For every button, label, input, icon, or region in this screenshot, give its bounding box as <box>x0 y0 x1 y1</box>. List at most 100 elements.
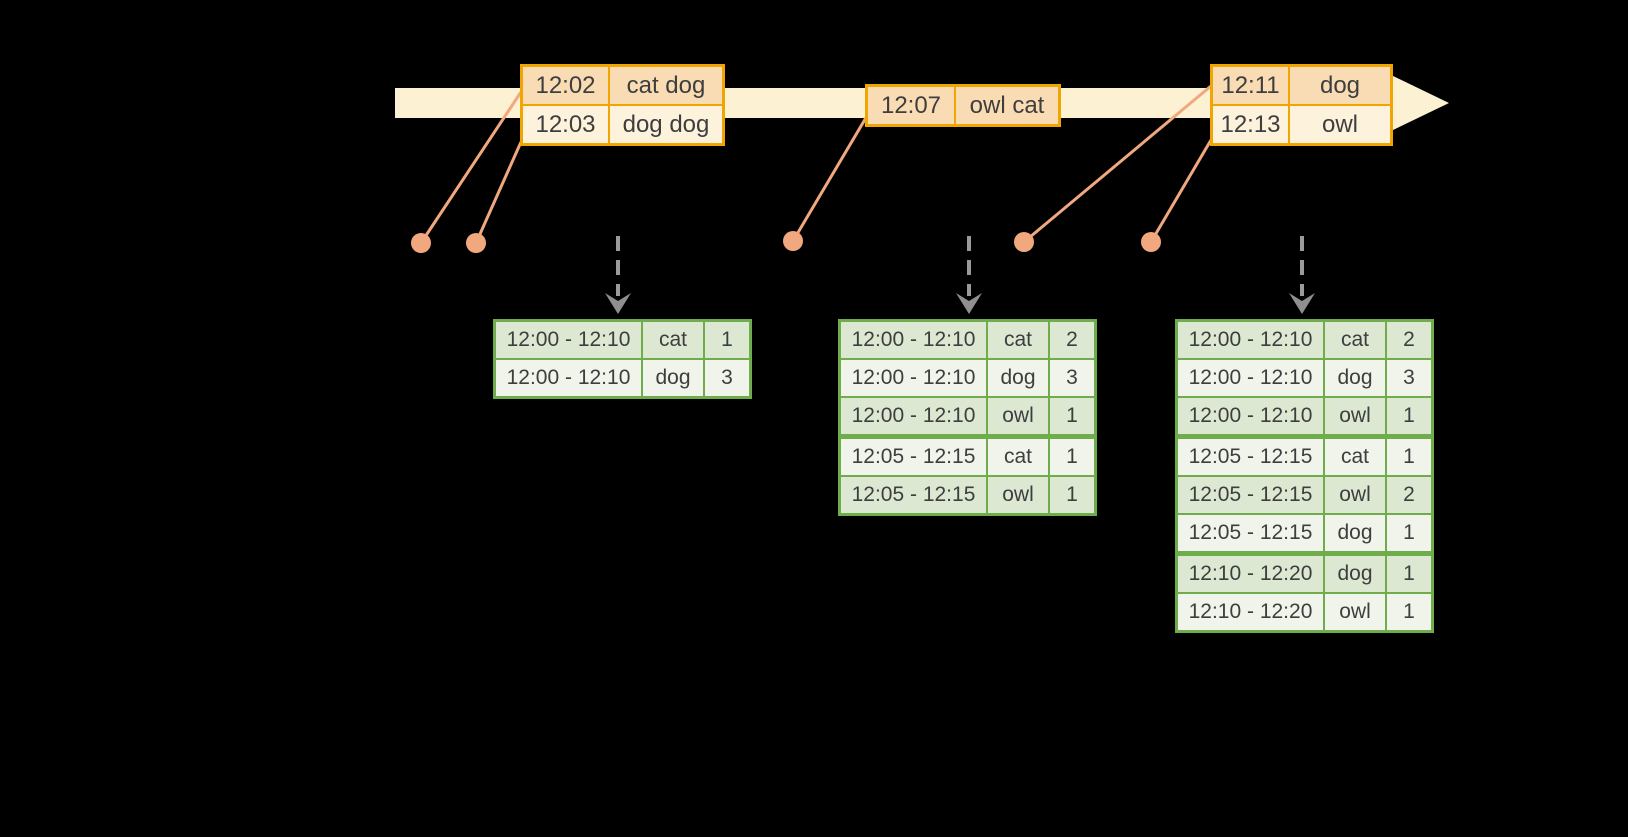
word-cell: cat <box>988 439 1048 475</box>
word-cell: owl <box>1325 477 1385 513</box>
event-words-cell: owl <box>1290 106 1390 143</box>
event-time-cell: 12:11 <box>1213 67 1288 104</box>
down-arrowhead-icon <box>1289 293 1315 314</box>
count-cell: 2 <box>1050 322 1094 358</box>
word-cell: dog <box>1325 515 1385 551</box>
event-words-cell: cat dog <box>610 67 722 104</box>
event-connector-line <box>1149 139 1213 243</box>
event-row: 12:03 dog dog <box>523 106 722 143</box>
result-row: 12:05 - 12:15 owl 1 <box>841 477 1094 513</box>
count-cell: 1 <box>1387 556 1431 592</box>
count-cell: 3 <box>1387 360 1431 396</box>
window-cell: 12:05 - 12:15 <box>1178 477 1323 513</box>
count-cell: 2 <box>1387 322 1431 358</box>
event-row: 12:07 owl cat <box>868 87 1058 124</box>
count-cell: 1 <box>1050 398 1094 434</box>
event-batch-table-2: 12:07 owl cat <box>865 84 1061 127</box>
result-row: 12:05 - 12:15 cat 1 <box>1178 439 1431 475</box>
window-cell: 12:00 - 12:10 <box>1178 322 1323 358</box>
event-row: 12:13 owl <box>1213 106 1390 143</box>
event-dot-icon <box>783 231 803 251</box>
event-time-cell: 12:07 <box>868 87 954 124</box>
window-cell: 12:00 - 12:10 <box>1178 360 1323 396</box>
result-row: 12:00 - 12:10 owl 1 <box>841 398 1094 434</box>
word-cell: dog <box>1325 360 1385 396</box>
word-cell: cat <box>988 322 1048 358</box>
result-table-3: 12:00 - 12:10 cat 2 12:00 - 12:10 dog 3 … <box>1175 319 1434 633</box>
result-row: 12:10 - 12:20 owl 1 <box>1178 594 1431 630</box>
trigger-arrow-lines <box>616 236 1304 296</box>
count-cell: 1 <box>1387 439 1431 475</box>
word-cell: cat <box>643 322 703 358</box>
window-cell: 12:10 - 12:20 <box>1178 594 1323 630</box>
timeline-arrowhead-icon <box>1393 76 1449 130</box>
window-cell: 12:05 - 12:15 <box>841 439 986 475</box>
window-cell: 12:05 - 12:15 <box>841 477 986 513</box>
window-cell: 12:00 - 12:10 <box>841 398 986 434</box>
count-cell: 1 <box>1387 594 1431 630</box>
event-batch-table-1: 12:02 cat dog 12:03 dog dog <box>520 64 725 146</box>
window-cell: 12:00 - 12:10 <box>841 360 986 396</box>
word-cell: owl <box>1325 594 1385 630</box>
result-row: 12:05 - 12:15 dog 1 <box>1178 515 1431 551</box>
event-dots <box>411 231 1161 253</box>
event-batch-table-3: 12:11 dog 12:13 owl <box>1210 64 1393 146</box>
word-cell: dog <box>988 360 1048 396</box>
window-cell: 12:00 - 12:10 <box>1178 398 1323 434</box>
result-table-1: 12:00 - 12:10 cat 1 12:00 - 12:10 dog 3 <box>493 319 752 399</box>
event-words-cell: dog <box>1290 67 1390 104</box>
event-connector-line <box>1023 84 1212 244</box>
event-row: 12:11 dog <box>1213 67 1390 104</box>
down-arrowhead-icon <box>956 293 982 314</box>
event-dot-icon <box>1141 232 1161 252</box>
down-arrowhead-icon <box>605 293 631 314</box>
word-cell: dog <box>643 360 703 396</box>
event-dot-icon <box>466 233 486 253</box>
result-row: 12:00 - 12:10 dog 3 <box>841 360 1094 396</box>
count-cell: 1 <box>705 322 749 358</box>
event-connector-line <box>474 141 523 244</box>
event-time-cell: 12:02 <box>523 67 608 104</box>
word-cell: cat <box>1325 439 1385 475</box>
count-cell: 1 <box>1050 439 1094 475</box>
count-cell: 3 <box>1050 360 1094 396</box>
event-connector-line <box>419 91 523 244</box>
result-row: 12:00 - 12:10 dog 3 <box>496 360 749 396</box>
word-cell: owl <box>1325 398 1385 434</box>
count-cell: 1 <box>1387 515 1431 551</box>
word-cell: owl <box>988 477 1048 513</box>
result-row: 12:00 - 12:10 owl 1 <box>1178 398 1431 434</box>
result-row: 12:05 - 12:15 owl 2 <box>1178 477 1431 513</box>
count-cell: 2 <box>1387 477 1431 513</box>
result-row: 12:00 - 12:10 cat 1 <box>496 322 749 358</box>
result-row: 12:00 - 12:10 cat 2 <box>1178 322 1431 358</box>
event-row: 12:02 cat dog <box>523 67 722 104</box>
window-cell: 12:00 - 12:10 <box>496 360 641 396</box>
result-row: 12:00 - 12:10 cat 2 <box>841 322 1094 358</box>
count-cell: 1 <box>1050 477 1094 513</box>
window-cell: 12:10 - 12:20 <box>1178 556 1323 592</box>
count-cell: 1 <box>1387 398 1431 434</box>
word-cell: owl <box>988 398 1048 434</box>
window-cell: 12:05 - 12:15 <box>1178 439 1323 475</box>
window-cell: 12:00 - 12:10 <box>841 322 986 358</box>
event-connector-lines <box>419 84 1213 244</box>
event-dot-icon <box>411 233 431 253</box>
window-cell: 12:05 - 12:15 <box>1178 515 1323 551</box>
result-row: 12:05 - 12:15 cat 1 <box>841 439 1094 475</box>
event-words-cell: owl cat <box>956 87 1058 124</box>
event-words-cell: dog dog <box>610 106 722 143</box>
result-table-2: 12:00 - 12:10 cat 2 12:00 - 12:10 dog 3 … <box>838 319 1097 516</box>
event-time-cell: 12:03 <box>523 106 608 143</box>
event-dot-icon <box>1014 232 1034 252</box>
event-connector-line <box>791 115 869 242</box>
result-row: 12:10 - 12:20 dog 1 <box>1178 556 1431 592</box>
event-time-cell: 12:13 <box>1213 106 1288 143</box>
word-cell: dog <box>1325 556 1385 592</box>
count-cell: 3 <box>705 360 749 396</box>
word-cell: cat <box>1325 322 1385 358</box>
window-cell: 12:00 - 12:10 <box>496 322 641 358</box>
trigger-arrowheads <box>605 293 1315 314</box>
